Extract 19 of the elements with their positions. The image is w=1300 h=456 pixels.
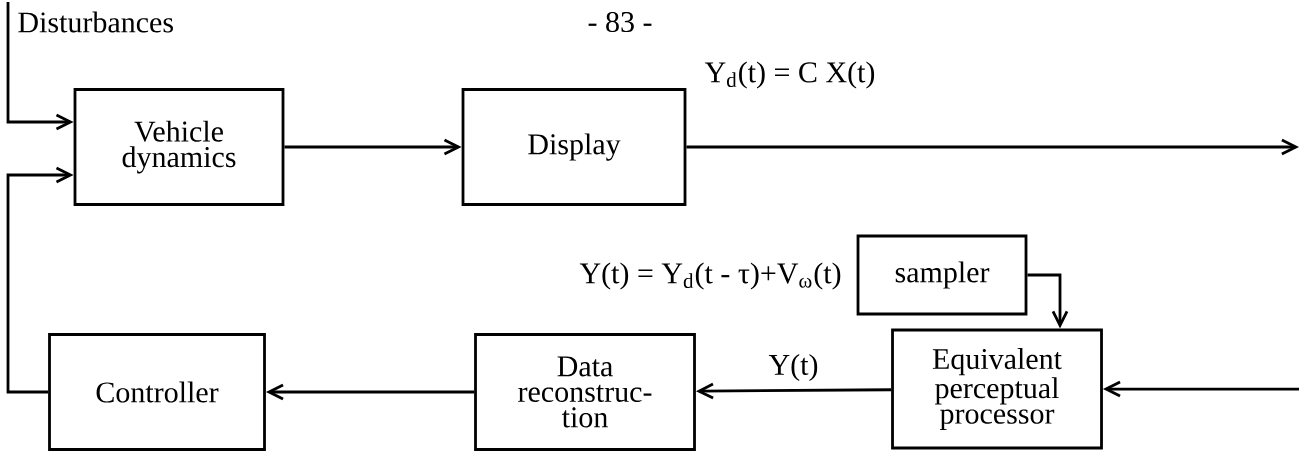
arrow <box>695 382 892 400</box>
edge-label: Y(t) <box>768 353 818 382</box>
arrow <box>6 166 74 394</box>
block-box: Equivalent perceptual processor <box>891 328 1103 450</box>
arrow <box>6 2 74 131</box>
block-box: Controller <box>48 333 266 451</box>
arrow <box>1027 273 1069 329</box>
block-box: Data reconstruc- tion <box>474 333 696 451</box>
arrow <box>284 138 462 156</box>
block-box: Display <box>461 88 687 206</box>
equation: Y$_{d}$(t) = C X(t) <box>704 61 875 89</box>
arrow <box>1102 380 1299 398</box>
arrow <box>265 383 475 401</box>
arrow <box>686 138 1299 156</box>
equation: Y(t) = Y$_{d}$(t - τ)+V$_{ω}$(t) <box>579 262 841 290</box>
block-box: Vehicle dynamics <box>73 88 285 206</box>
block-box: sampler <box>856 234 1028 316</box>
page-number: - 83 - <box>588 11 652 33</box>
input-label: Disturbances <box>18 11 173 33</box>
